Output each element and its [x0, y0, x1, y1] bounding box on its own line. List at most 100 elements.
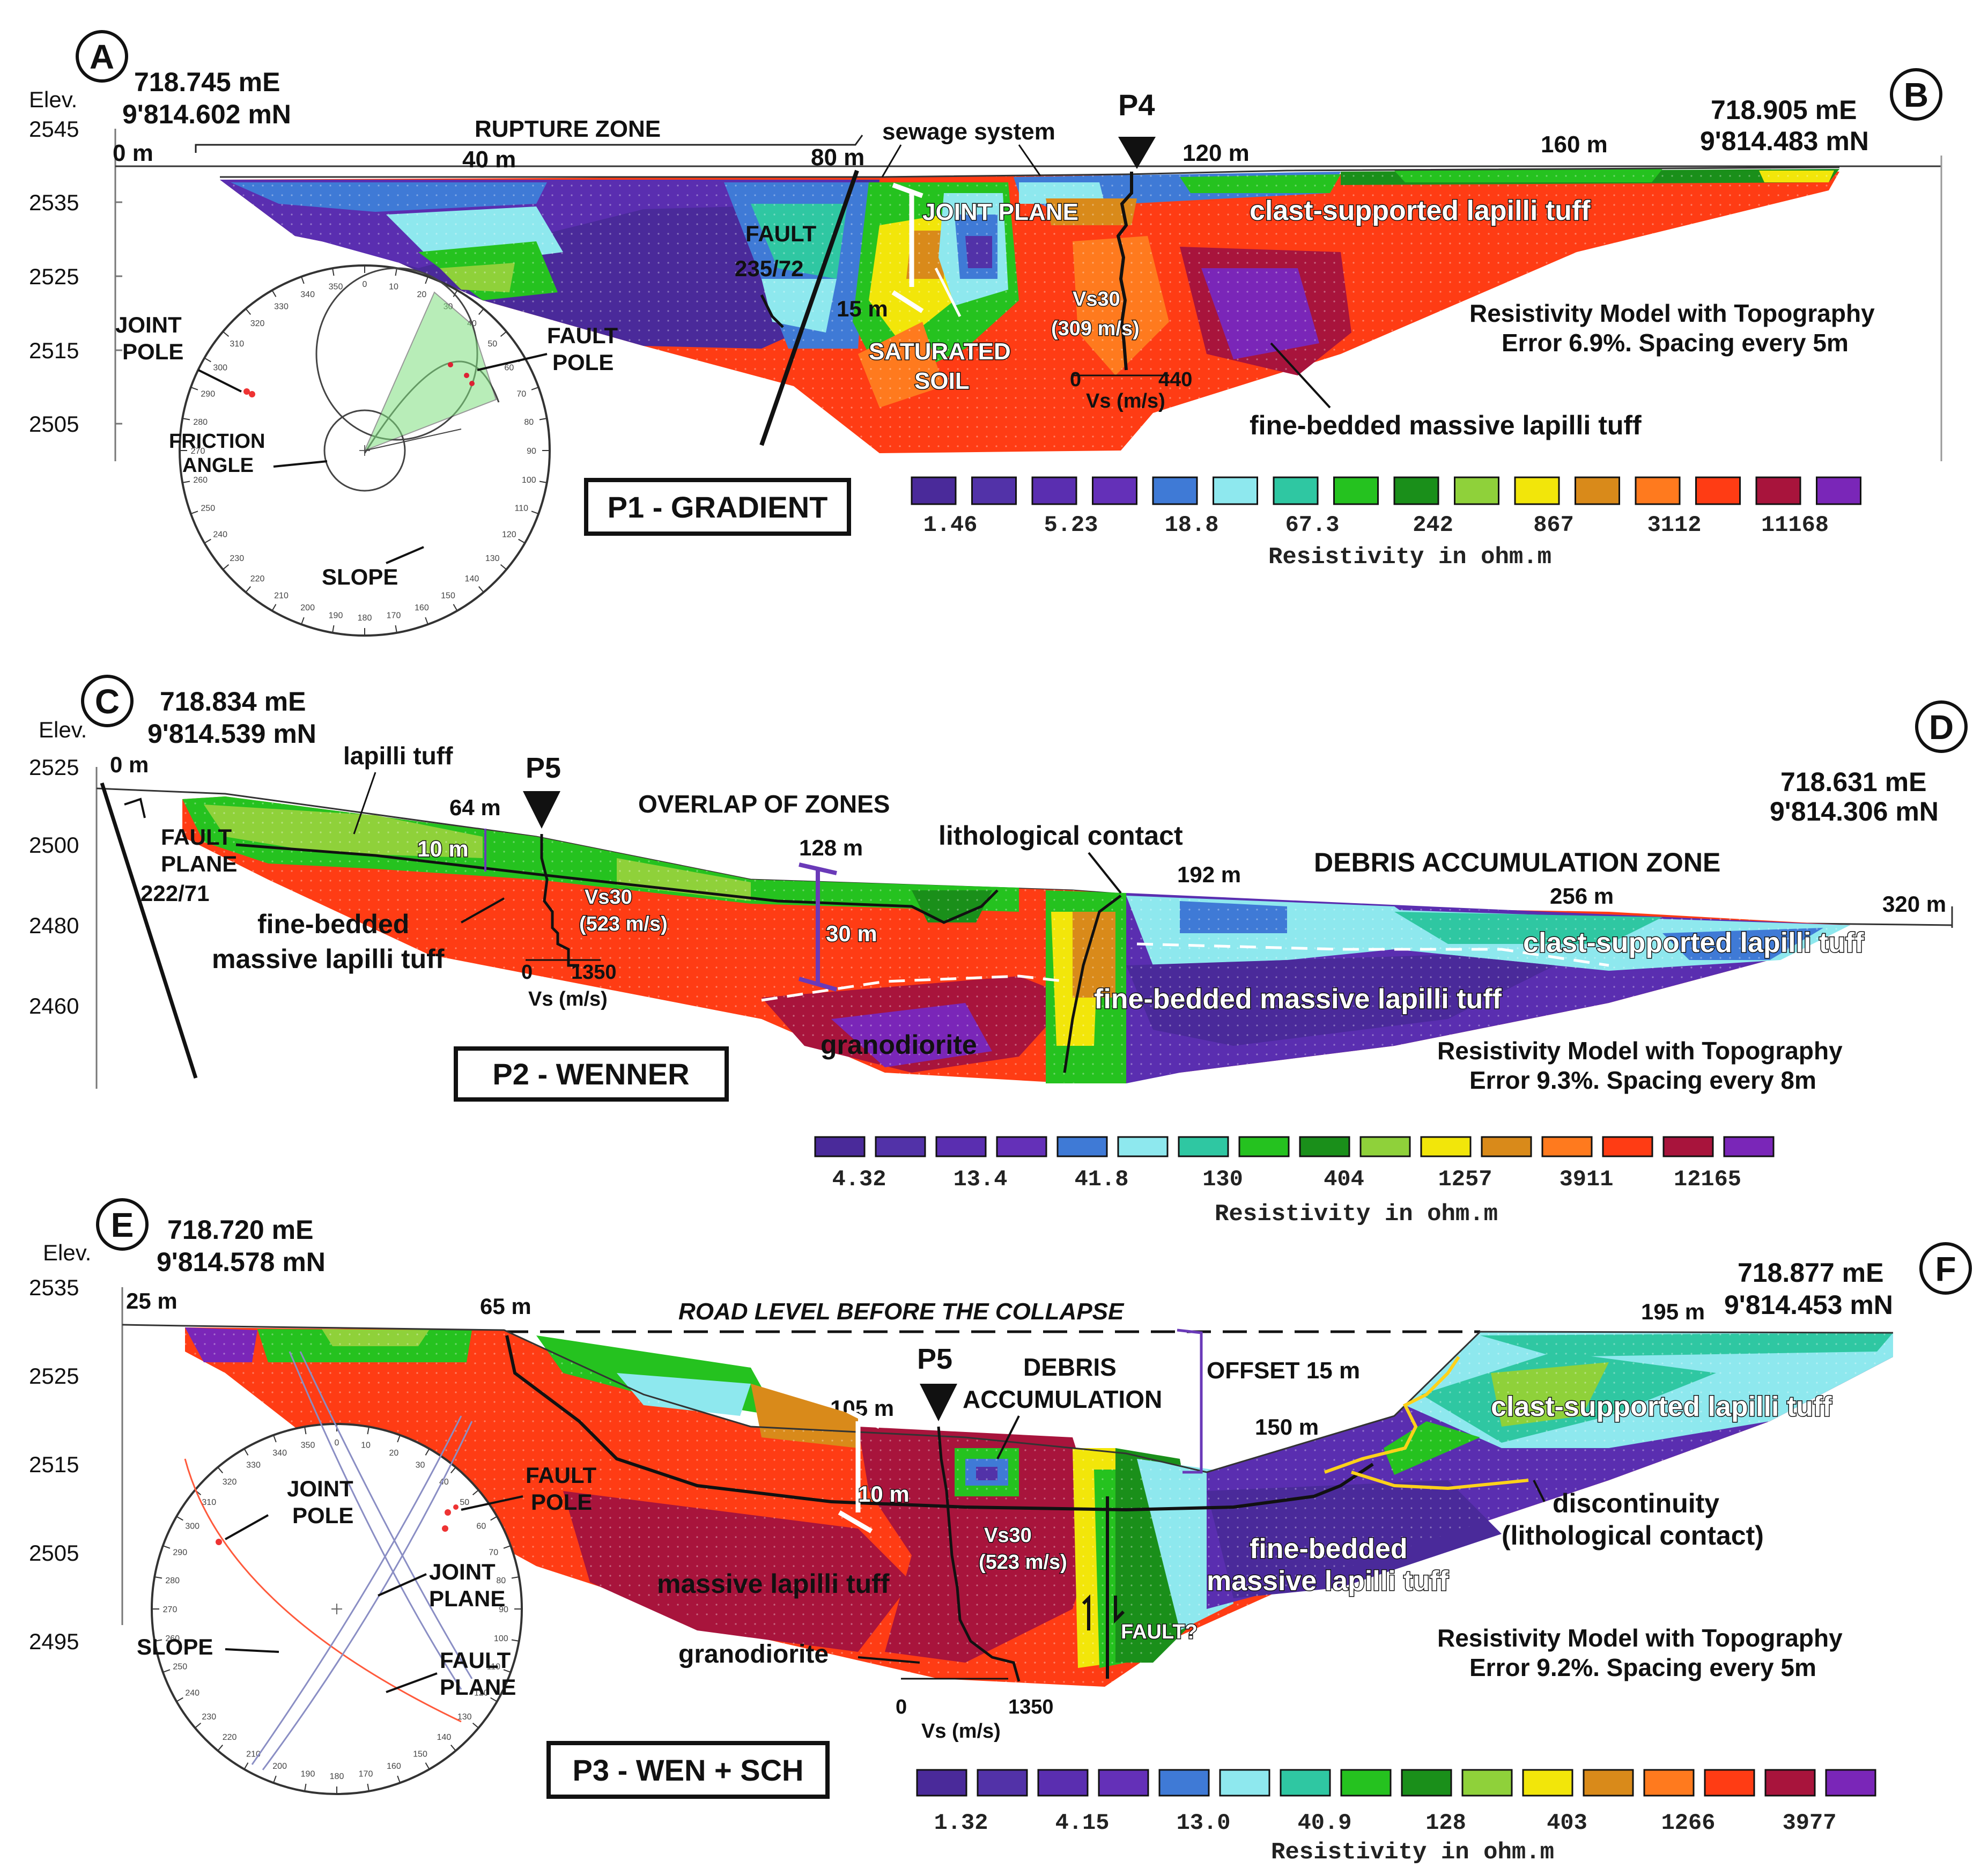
sewage-label: sewage system	[881, 119, 1055, 178]
scale-swatch	[1213, 476, 1258, 505]
stereonet-degree: 300	[185, 1522, 199, 1531]
stereonet-degree: 350	[329, 283, 343, 292]
scale-title-p1: Resistivity in ohm.m	[1268, 544, 1551, 571]
stereonet-degree: 20	[389, 1449, 398, 1458]
scale-swatch	[1704, 1769, 1755, 1797]
label-15m: 15 m	[837, 296, 888, 321]
stereo-fault-pole-2-p3: POLE	[531, 1489, 592, 1515]
scale-swatch	[935, 1136, 987, 1157]
stereonet-degree: 70	[489, 1548, 498, 1557]
label-fault-p1: FAULT	[745, 221, 817, 246]
scale-label: 4.15	[1055, 1810, 1110, 1836]
dist-tick: 64 m	[449, 795, 501, 820]
label-clast-p2: clast-supported lapilli tuff	[1523, 927, 1864, 958]
scale-label: 1257	[1438, 1167, 1492, 1192]
coord-start-n-p3: 9'814.578 mN	[157, 1247, 326, 1277]
resistivity-section-p2	[100, 782, 1850, 1083]
letter-e: E	[96, 1198, 149, 1251]
stereonet-degree: 250	[173, 1662, 187, 1671]
fault-line-p2	[100, 782, 198, 1079]
scale-swatch	[1117, 1136, 1169, 1157]
label-fault-orient-p2: 222/71	[141, 881, 209, 906]
label-vs30-p3: Vs30	[984, 1524, 1032, 1547]
coord-end-e-p1: 718.905 mE	[1711, 95, 1857, 125]
stereonet-degree: 280	[165, 1576, 180, 1585]
elev-tick: 2515	[29, 338, 79, 363]
scale-label: 11168	[1761, 512, 1829, 538]
stereo-joint-pole-1-p3: JOINT	[287, 1476, 353, 1501]
stereonet-degree: 220	[223, 1733, 237, 1742]
label-vs30-p2: Vs30	[585, 886, 632, 909]
stereonet-degree: 50	[460, 1498, 469, 1507]
scale-swatch	[1280, 1769, 1331, 1797]
dist-tick: 195 m	[1641, 1299, 1705, 1324]
label-discontinuity-2: (lithological contact)	[1502, 1520, 1764, 1551]
stereonet-degree: 120	[474, 1689, 489, 1698]
scale-label: 130	[1202, 1167, 1243, 1192]
stereonet-degree: 210	[274, 591, 289, 600]
elev-tick: 2535	[29, 190, 79, 215]
stereonet-degree: 0	[335, 1438, 339, 1448]
label-massive-p3: massive lapilli tuff	[657, 1569, 890, 1599]
dist-tick: 160 m	[1541, 131, 1608, 158]
label-litho-contact: lithological contact	[938, 821, 1183, 851]
station-p5-c: P5	[523, 752, 561, 829]
scale-swatch	[1695, 476, 1741, 505]
svg-text:ROAD LEVEL BEFORE THE COLLAPSE: ROAD LEVEL BEFORE THE COLLAPSE	[678, 1298, 1125, 1325]
stereonet-degree: 200	[272, 1762, 287, 1771]
stereonet-degree: 20	[417, 290, 426, 299]
panel-p1: A B Elev. 718.745 mE 9'814.602 mN 718.90…	[29, 30, 1942, 637]
stereonet-degree: 230	[202, 1712, 216, 1722]
stereonet-degree: 240	[185, 1689, 199, 1698]
elev-tick: 2515	[29, 1452, 79, 1477]
scale-swatch	[1764, 1769, 1816, 1797]
label-granodiorite-p3: granodiorite	[678, 1640, 829, 1669]
error-label-p3: Error 9.2%. Spacing every 5m	[1469, 1653, 1816, 1681]
svg-text:P5: P5	[917, 1343, 952, 1375]
stereonet-degree: 120	[502, 530, 516, 540]
dist-tick: 65 m	[480, 1294, 531, 1319]
dist-tick: 0 m	[113, 140, 153, 166]
stereonet-degree: 100	[522, 476, 536, 485]
scale-swatch	[1178, 1136, 1229, 1157]
scale-swatch	[1037, 1769, 1089, 1797]
label-saturated: SATURATED	[869, 338, 1011, 365]
stereonet-degree: 110	[486, 1662, 500, 1671]
stereonet-degree: 190	[301, 1769, 315, 1778]
scale-label: 1.46	[923, 512, 978, 538]
coord-end-n-p3: 9'814.453 mN	[1724, 1290, 1893, 1320]
scale-swatch	[1056, 1136, 1108, 1157]
scale-label: 3112	[1647, 512, 1702, 538]
scale-label: 1266	[1661, 1810, 1716, 1836]
elev-tick: 2525	[29, 755, 79, 780]
label-debris-zone: DEBRIS ACCUMULATION ZONE	[1314, 847, 1720, 877]
scale-label: 67.3	[1285, 512, 1340, 538]
scale-label: 403	[1547, 1810, 1587, 1836]
scale-swatch	[1643, 1769, 1695, 1797]
stereonet-degree: 0	[363, 280, 367, 289]
elev-tick: 2545	[29, 116, 79, 142]
label-fault-p2-2: PLANE	[161, 851, 237, 876]
stereonet-degree: 60	[476, 1522, 486, 1531]
label-granodiorite-p2: granodiorite	[821, 1030, 977, 1060]
stereonet-degree: 310	[230, 339, 244, 349]
coord-end-e-p2: 718.631 mE	[1780, 767, 1926, 797]
vs-unit-p1: Vs (m/s)	[1086, 390, 1165, 412]
surface-line-p3	[122, 1324, 1894, 1473]
stereonet-degree: 260	[165, 1634, 180, 1643]
label-fault-orient-p1: 235/72	[735, 256, 803, 281]
scale-swatch	[1219, 1769, 1270, 1797]
label-fine-full-p2: fine-bedded massive lapilli tuff	[1094, 984, 1502, 1015]
label-fine-p2-1: fine-bedded	[257, 909, 409, 939]
label-vs30-value-p3: (523 m/s)	[979, 1551, 1067, 1574]
stereonet-degree: 270	[163, 1605, 178, 1614]
elev-tick: 2460	[29, 993, 79, 1018]
station-p5-e: P5	[917, 1343, 957, 1421]
label-vs30-p1: Vs30	[1073, 288, 1120, 311]
scale-swatch	[1816, 476, 1861, 505]
stereonet-degree: 330	[274, 302, 289, 312]
